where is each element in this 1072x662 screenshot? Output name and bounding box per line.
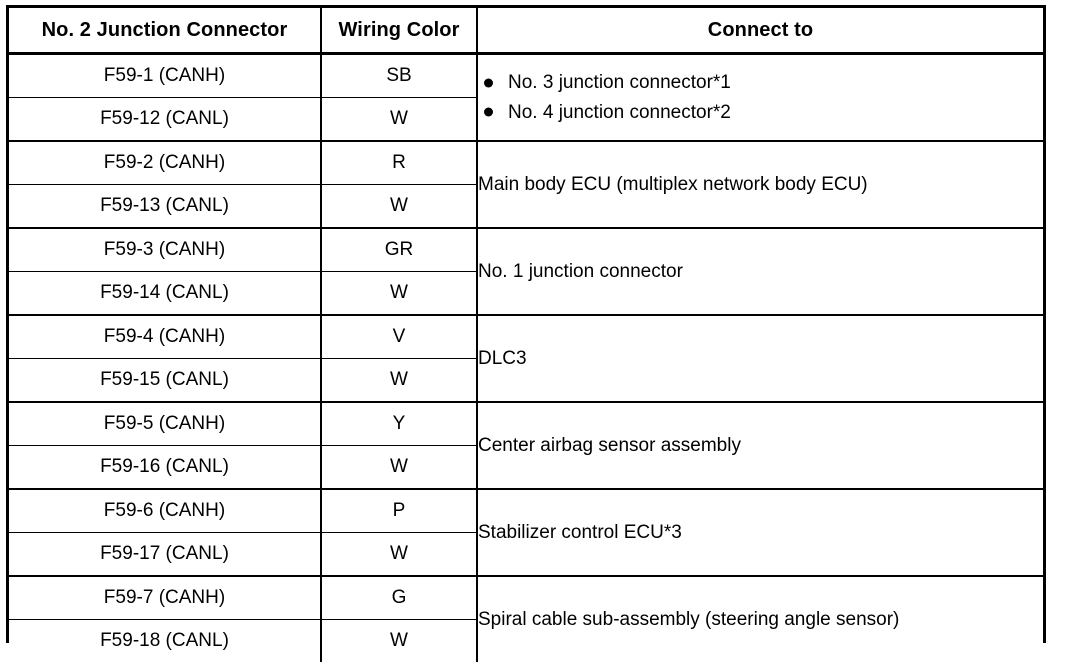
connect-to-label: No. 1 junction connector — [478, 260, 1043, 284]
cell-junction-connector: F59-16 (CANL) — [9, 446, 321, 490]
column-header-connect-to: Connect to — [477, 8, 1043, 54]
connect-to-label: Stabilizer control ECU*3 — [478, 521, 1043, 545]
column-header-wiring-color: Wiring Color — [321, 8, 477, 54]
cell-wiring-color: V — [321, 315, 477, 359]
cell-junction-connector: F59-14 (CANL) — [9, 272, 321, 316]
list-item-label: No. 3 junction connector*1 — [508, 72, 731, 93]
table-header: No. 2 Junction Connector Wiring Color Co… — [9, 8, 1043, 54]
column-header-connector: No. 2 Junction Connector — [9, 8, 321, 54]
cell-connect-to: DLC3 — [477, 315, 1043, 402]
cell-junction-connector: F59-12 (CANL) — [9, 98, 321, 142]
bullet-dot-icon — [484, 78, 493, 87]
cell-junction-connector: F59-7 (CANH) — [9, 576, 321, 620]
cell-wiring-color: W — [321, 359, 477, 403]
cell-junction-connector: F59-13 (CANL) — [9, 185, 321, 229]
cell-connect-to: Stabilizer control ECU*3 — [477, 489, 1043, 576]
list-item: No. 3 junction connector*1 — [484, 68, 1043, 97]
cell-junction-connector: F59-3 (CANH) — [9, 228, 321, 272]
wiring-table: No. 2 Junction Connector Wiring Color Co… — [9, 8, 1043, 662]
connect-to-label: Main body ECU (multiplex network body EC… — [478, 173, 1043, 197]
cell-wiring-color: SB — [321, 54, 477, 98]
list-item-label: No. 4 junction connector*2 — [508, 102, 731, 123]
table-row: F59-1 (CANH)SB No. 3 junction connector*1… — [9, 54, 1043, 98]
cell-junction-connector: F59-17 (CANL) — [9, 533, 321, 577]
cell-connect-to: No. 1 junction connector — [477, 228, 1043, 315]
cell-wiring-color: W — [321, 620, 477, 662]
wiring-table-container: No. 2 Junction Connector Wiring Color Co… — [6, 5, 1046, 643]
cell-wiring-color: G — [321, 576, 477, 620]
cell-wiring-color: P — [321, 489, 477, 533]
cell-wiring-color: W — [321, 98, 477, 142]
cell-connect-to: Spiral cable sub-assembly (steering angl… — [477, 576, 1043, 662]
cell-wiring-color: GR — [321, 228, 477, 272]
cell-junction-connector: F59-5 (CANH) — [9, 402, 321, 446]
list-item: No. 4 junction connector*2 — [484, 98, 1043, 127]
cell-wiring-color: W — [321, 272, 477, 316]
cell-junction-connector: F59-1 (CANH) — [9, 54, 321, 98]
cell-connect-to: Center airbag sensor assembly — [477, 402, 1043, 489]
cell-junction-connector: F59-15 (CANL) — [9, 359, 321, 403]
connect-to-label: Spiral cable sub-assembly (steering angl… — [478, 608, 1043, 632]
connect-to-label: DLC3 — [478, 347, 1043, 371]
cell-junction-connector: F59-6 (CANH) — [9, 489, 321, 533]
cell-junction-connector: F59-2 (CANH) — [9, 141, 321, 185]
cell-junction-connector: F59-4 (CANH) — [9, 315, 321, 359]
cell-junction-connector: F59-18 (CANL) — [9, 620, 321, 662]
cell-wiring-color: W — [321, 185, 477, 229]
connect-to-label: Center airbag sensor assembly — [478, 434, 1043, 458]
cell-wiring-color: W — [321, 533, 477, 577]
header-row: No. 2 Junction Connector Wiring Color Co… — [9, 8, 1043, 54]
cell-wiring-color: Y — [321, 402, 477, 446]
bullet-dot-icon — [484, 108, 493, 117]
cell-connect-to: Main body ECU (multiplex network body EC… — [477, 141, 1043, 228]
cell-wiring-color: R — [321, 141, 477, 185]
cell-wiring-color: W — [321, 446, 477, 490]
